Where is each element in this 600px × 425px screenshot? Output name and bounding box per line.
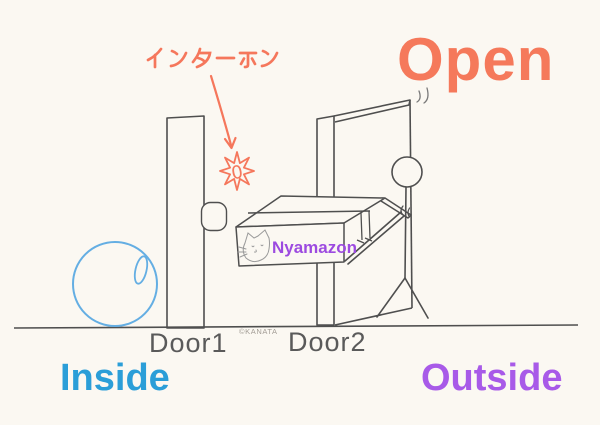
- inside-label: Inside: [60, 357, 170, 399]
- box-lid-fold: [247, 210, 371, 214]
- door2-panel-bottom-edge: [334, 307, 413, 326]
- door1-label: Door1: [149, 328, 228, 358]
- watermark: ©KANATA: [239, 327, 278, 336]
- cat-logo-icon: [237, 229, 270, 263]
- person-hand: [400, 205, 411, 218]
- blue-ball: [72, 241, 158, 327]
- door1-closed: [166, 115, 228, 329]
- person-legs: [376, 277, 429, 319]
- chime-symbol: 0: [230, 162, 245, 185]
- door-motion-marks-icon: [416, 87, 429, 104]
- door1-handle: [200, 201, 228, 232]
- door2-panel-free-edge: [409, 99, 413, 309]
- box-flap-edge: [356, 212, 365, 244]
- door2-label: Door2: [288, 327, 367, 357]
- person-body: [404, 186, 407, 279]
- box-flap-edge: [364, 210, 373, 242]
- outside-label: Outside: [421, 357, 563, 399]
- open-label: Open: [397, 26, 555, 93]
- doorbell-chime-icon: 0: [219, 151, 255, 191]
- package-box: [235, 195, 412, 267]
- person-head: [391, 156, 423, 188]
- door2-panel-top-edge: [333, 99, 411, 123]
- ground-line: [13, 324, 579, 329]
- delivery-person: [344, 156, 429, 319]
- intercom-label: [146, 47, 279, 69]
- nyamazon-label: Nyamazon: [272, 238, 358, 257]
- person-arm: [344, 211, 405, 265]
- box-front-face: [235, 222, 345, 267]
- intercom-arrow-icon: [209, 74, 237, 150]
- ball-highlight: [133, 255, 149, 285]
